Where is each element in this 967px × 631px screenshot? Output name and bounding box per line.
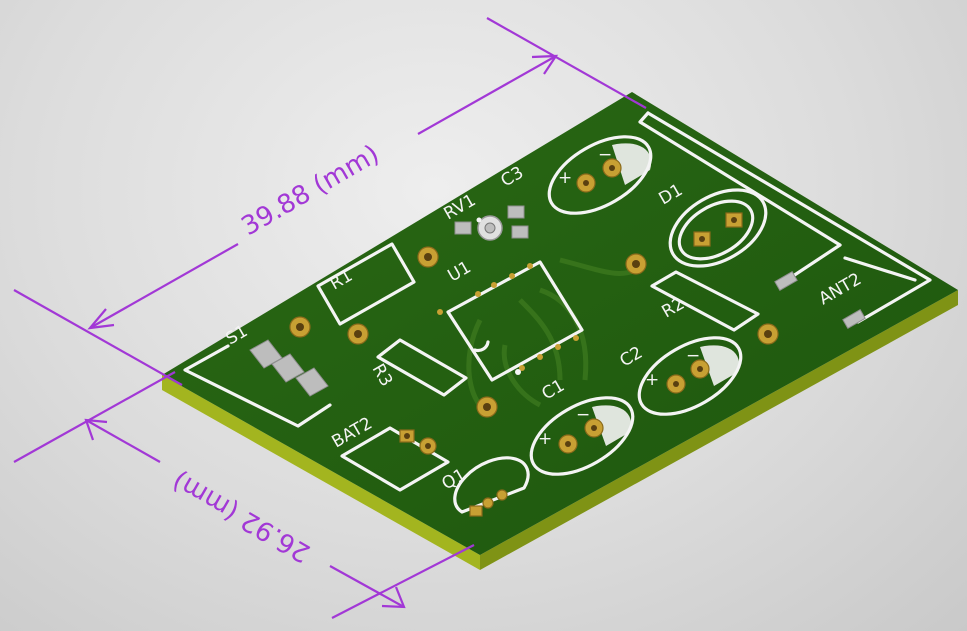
c2-minus: − — [686, 346, 700, 366]
resistor-r1 — [316, 242, 416, 326]
r2-pad-1 — [625, 253, 647, 275]
trimmer-rv1 — [454, 205, 529, 241]
resistor-r2 — [650, 270, 760, 332]
c2-plus: + — [645, 370, 659, 390]
board-edge-right — [480, 290, 958, 570]
c1-plus: + — [538, 429, 552, 449]
capacitor-c3: + − — [547, 135, 653, 215]
switch-s1 — [183, 339, 332, 428]
r2-pad-2 — [757, 323, 779, 345]
dimension-width-label: 26.92 (mm) — [167, 465, 315, 568]
dimension-width — [13, 371, 475, 619]
c3-plus: + — [558, 168, 572, 188]
dimension-length — [13, 17, 647, 386]
dimension-length-label: 39.88 (mm) — [237, 139, 385, 242]
antenna-outline — [638, 111, 932, 324]
diode-d1 — [668, 188, 768, 268]
capacitor-c2: + − — [637, 336, 743, 416]
board-edge-left — [162, 375, 480, 570]
antenna-pad-1 — [774, 270, 798, 292]
battery-bat2 — [340, 426, 450, 492]
copper-traces — [466, 257, 642, 413]
r1-pad-1 — [289, 316, 311, 338]
resistor-r3 — [376, 338, 468, 397]
u1-pins — [437, 263, 579, 375]
ic-u1 — [446, 260, 584, 382]
pcb-board — [162, 92, 958, 555]
r3-pad-1 — [347, 323, 369, 345]
transistor-q1 — [453, 456, 530, 517]
r3-pad-2 — [476, 396, 498, 418]
antenna-pad-2 — [842, 308, 866, 330]
c1-minus: − — [576, 405, 590, 425]
c3-minus: − — [598, 145, 612, 165]
r1-pad-2 — [417, 246, 439, 268]
capacitor-c1: + − — [529, 396, 635, 476]
